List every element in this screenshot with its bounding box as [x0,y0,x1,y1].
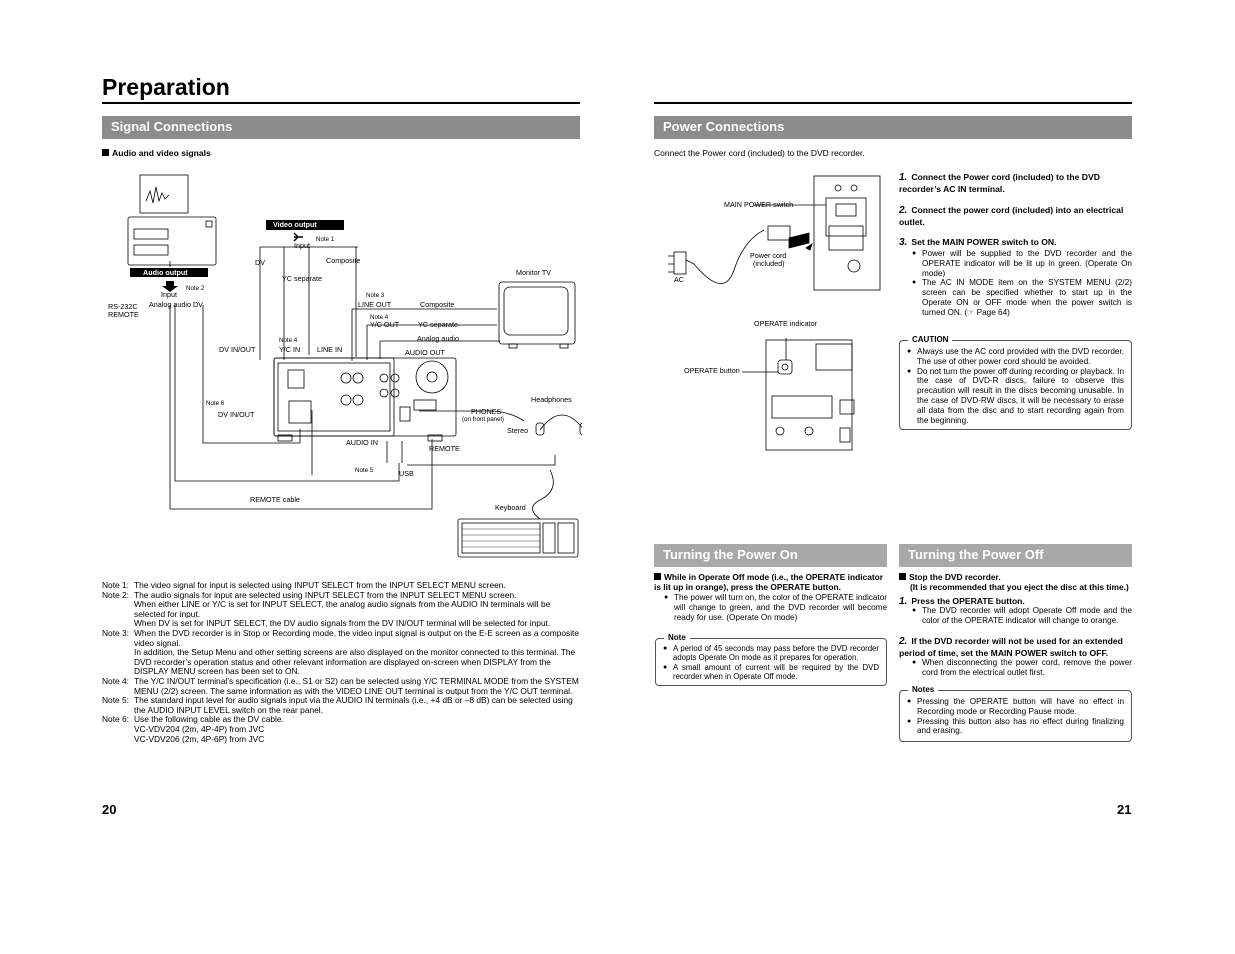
note-row: Note 6:Use the following cable as the DV… [102,714,284,744]
yc-separate2-label: YC separate [418,320,458,329]
composite-label: Composite [326,256,361,265]
power-off-step1-bullets: The DVD recorder will adopt Operate Off … [912,606,1132,626]
square-bullet-icon [102,149,109,156]
step-3-bullets: Power will be supplied to the DVD record… [912,249,1132,318]
step-1: 1.Connect the Power cord (included) to t… [899,172,1100,194]
page-number-right: 21 [1117,802,1132,817]
yc-in-label: Y/C IN [279,345,301,354]
title-rule [102,102,580,104]
caution-title: CAUTION [908,335,953,345]
square-bullet-icon [899,573,906,580]
power-on-note-box: Note A period of 45 seconds may pass bef… [655,633,887,686]
note-row: Note 2:The audio signals for input are s… [102,589,551,629]
power-off-lead: Stop the DVD recorder. (It is recommende… [899,572,1132,592]
power-off-notes-box: Notes Pressing the OPERATE button will h… [899,685,1132,742]
power-on-bullets: The power will turn on, the color of the… [664,593,887,622]
note5-label: Note 5 [355,467,374,474]
phones-label: PHONES [471,407,502,416]
page-number-left: 20 [102,802,117,817]
operate-indicator-label: OPERATE indicator [754,319,817,328]
usb-label: USB [399,469,414,478]
note-row: Note 4:The Y/C IN/OUT terminal’s specifi… [102,675,579,696]
line-in-label: LINE IN [317,345,343,354]
page-title: Preparation [102,74,230,100]
remote-label: REMOTE [108,310,139,319]
step-2: 2.Connect the power cord (included) into… [899,205,1124,227]
power-cord-label: Power cord [750,251,787,260]
yc-out-label: Y/C OUT [370,320,400,329]
note-row: Note 3:When the DVD recorder is in Stop … [102,627,580,677]
included-label: (included) [753,259,785,268]
power-diagram-drawing [668,175,881,451]
ac-label: AC [674,275,684,284]
note-title: Note [664,633,690,643]
power-off-step-2: 2.If the DVD recorder will not be used f… [899,636,1123,658]
square-bullet-icon [654,573,661,580]
audio-out-label: AUDIO OUT [405,348,445,357]
stereo-label: Stereo [507,426,529,435]
signal-diagram-drawing [127,174,582,558]
power-intro: Connect the Power cord (included) to the… [654,148,865,158]
video-output-label: Video output [273,220,317,229]
notes-title: Notes [908,685,939,695]
power-diagram: MAIN POWER switch Power cord (included) … [654,168,894,458]
composite2-label: Composite [420,300,455,309]
notes-list: Note 1:The video signal for input is sel… [102,580,580,744]
analog-audio-dv-label: Analog audio DV [149,300,203,309]
operate-button-label: OPERATE button [684,366,740,375]
audio-output-label: Audio output [143,268,188,277]
audio-in-label: AUDIO IN [346,438,378,447]
input2-label: Input [161,290,177,299]
title-rule-right [654,102,1132,104]
note1-label: Note 1 [316,236,335,243]
input-label: Input [294,241,310,250]
note2-label: Note 2 [186,285,205,292]
power-on-heading: Turning the Power On [654,544,887,567]
signal-connections-heading: Signal Connections [102,116,580,139]
note-row: Note 1:The video signal for input is sel… [102,580,506,590]
power-off-step-1: 1.Press the OPERATE button. [899,596,1025,607]
audio-video-subheading: Audio and video signals [102,148,211,158]
power-off-step2-bullets: When disconnecting the power cord, remov… [912,658,1132,678]
on-front-panel-label: (on front panel) [462,416,504,423]
keyboard-label: Keyboard [495,503,526,512]
note4b-label: Note 4 [279,337,298,344]
main-power-switch-label: MAIN POWER switch [724,200,794,209]
rs232c-label: RS-232C [108,302,138,311]
remote-cable-label: REMOTE cable [250,495,300,504]
line-out-label: LINE OUT [358,300,392,309]
note-row: Note 5:The standard input level for audi… [102,695,573,715]
note3-label: Note 3 [366,292,385,299]
step-3: 3.Set the MAIN POWER switch to ON. [899,237,1057,248]
caution-box: CAUTION Always use the AC cord provided … [899,335,1132,430]
analog-audio-label: Analog audio [417,334,459,343]
dv-in-out2-label: DV IN/OUT [218,410,255,419]
power-off-heading: Turning the Power Off [899,544,1132,567]
dv-in-out-label: DV IN/OUT [219,345,256,354]
monitor-tv-label: Monitor TV [516,268,552,277]
yc-separate-label: YC separate [282,274,322,283]
headphones-label: Headphones [531,395,572,404]
signal-diagram: Video output Input Note 1 DV Composite Y… [102,165,582,560]
power-connections-heading: Power Connections [654,116,1132,139]
power-on-lead: While in Operate Off mode (i.e., the OPE… [654,572,884,593]
remote2-label: REMOTE [429,444,460,453]
note6-label: Note 6 [206,400,225,407]
dv-label: DV [255,258,265,267]
note4a-label: Note 4 [370,314,389,321]
